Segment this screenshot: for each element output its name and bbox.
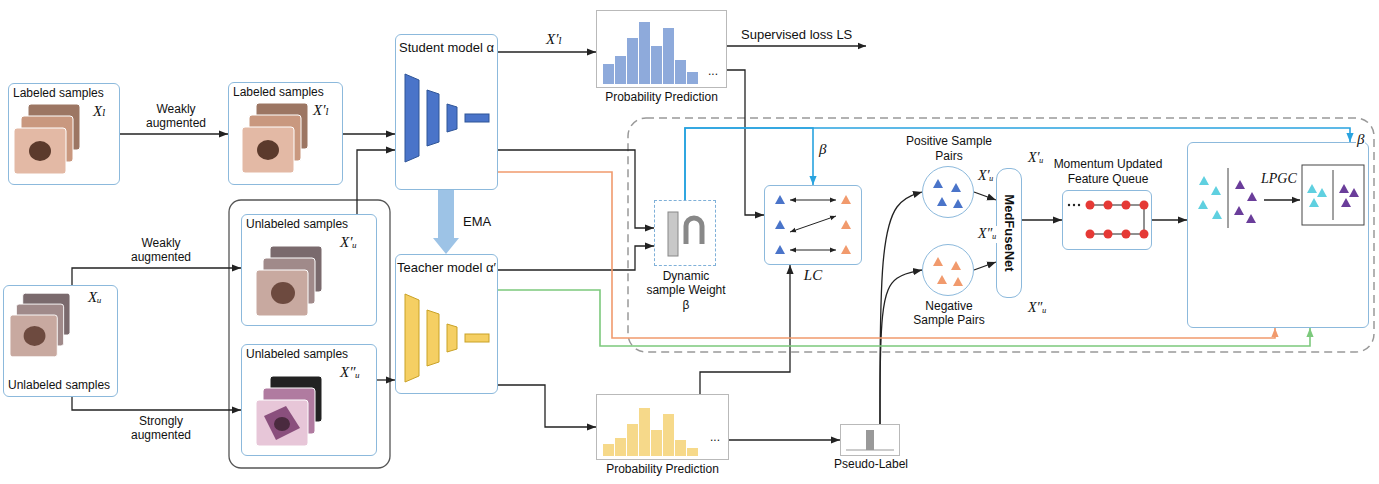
model-box: Teacher model α′ — [395, 254, 498, 394]
node-text: X′ᵤ — [340, 233, 357, 251]
flow-arrow — [685, 128, 1350, 200]
flow-arrow — [498, 172, 1275, 338]
loss-box: LC — [764, 185, 862, 265]
sample-triangles — [933, 179, 963, 208]
histogram — [603, 408, 698, 456]
node-text: Labeled samples — [233, 85, 324, 99]
pair-circle: Negative Sample Pairs — [922, 244, 974, 296]
flow-arrow — [974, 192, 996, 200]
symbol-label: X′ᵤ — [1027, 150, 1045, 167]
feature-queue — [1068, 201, 1149, 239]
flow-arrow — [727, 70, 764, 215]
node-text: Momentum Updated Feature Queue — [1048, 157, 1168, 186]
node-text: X″ᵤ — [340, 363, 360, 381]
pair-circle: Positive Sample Pairs — [922, 166, 974, 218]
flow-arrow — [685, 128, 813, 200]
loss-arrow — [727, 45, 866, 46]
image-stacks — [10, 103, 322, 446]
histogram — [603, 22, 698, 84]
chart-panel: Probability Prediction — [596, 394, 729, 460]
network-icon — [405, 74, 489, 162]
pseudo-label-chart — [846, 430, 894, 450]
pseudo-label-box: Pseudo-Label — [840, 424, 900, 456]
node-text: LC — [765, 266, 861, 284]
flow-arrow — [1152, 219, 1187, 220]
node-text: Probability Prediction — [597, 90, 726, 104]
node-text: Unlabeled samples — [8, 378, 110, 392]
edge-label: EMA — [462, 214, 492, 230]
node-text: Negative Sample Pairs — [904, 299, 994, 328]
cluster-panels — [1198, 165, 1364, 228]
node-text: Xᵤ — [88, 288, 102, 306]
flow-arrow — [498, 385, 596, 427]
sample-box: Labeled samplesX′ₗ — [228, 82, 343, 185]
loss-label: Supervised loss LS — [740, 27, 853, 43]
symbol-label: X′ᵤ — [977, 168, 995, 185]
flow-arrow — [498, 51, 596, 52]
flow-arrow — [880, 192, 922, 424]
flow-arrow — [357, 150, 395, 214]
node-text: Unlabeled samples — [246, 347, 348, 361]
sample-box: Unlabeled samplesX″ᵤ — [241, 344, 377, 456]
flow-arrow — [72, 397, 241, 410]
node-text: MedFuseNet — [1001, 194, 1017, 271]
pair-arrows — [775, 195, 851, 254]
flow-arrow — [498, 150, 654, 228]
flow-arrow — [120, 133, 228, 134]
module-region — [628, 118, 1374, 352]
node-text: Xₗ — [93, 102, 106, 120]
edge-label: Weakly augmented — [118, 236, 204, 265]
edge-label: Weakly augmented — [133, 102, 219, 131]
ellipsis: ... — [709, 430, 721, 444]
flow-arrow — [974, 262, 996, 270]
ellipsis: ... — [707, 64, 719, 78]
node-text: Unlabeled samples — [246, 217, 348, 231]
group-outline — [229, 200, 390, 468]
weight-box: Dynamic sample Weight β — [654, 200, 716, 266]
flow-arrow — [1022, 219, 1062, 220]
flow-arrow — [343, 133, 395, 134]
ema-arrow — [438, 190, 454, 238]
queue-box: Momentum Updated Feature Queue — [1062, 190, 1152, 250]
sample-triangles — [933, 257, 963, 286]
node-text: Positive Sample Pairs — [904, 134, 994, 163]
symbol-label: X″ᵤ — [977, 226, 997, 243]
node-text: Probability Prediction — [597, 462, 728, 476]
node-text: Pseudo-Label — [821, 457, 921, 471]
node-text: X′ₗ — [313, 101, 329, 119]
network-box: MedFuseNet — [996, 168, 1022, 298]
model-box: Student model α — [395, 34, 498, 190]
flow-arrow — [72, 268, 241, 285]
node-text: LPGC — [1261, 171, 1297, 188]
symbol-label: X″ᵤ — [1027, 300, 1047, 317]
network-icon — [405, 294, 489, 382]
node-text: Dynamic sample Weight β — [646, 269, 726, 312]
flow-arrow — [880, 270, 922, 424]
flow-arrow — [498, 290, 1310, 346]
edge-label: β — [818, 140, 827, 158]
node-text: Labeled samples — [13, 86, 104, 100]
flow-arrow — [729, 439, 840, 440]
edge-label: β — [1356, 130, 1365, 148]
sample-box: XᵤUnlabeled samples — [3, 285, 118, 397]
node-text: Teacher model α′ — [396, 260, 497, 276]
sample-box: Unlabeled samplesX′ᵤ — [241, 214, 377, 326]
flow-arrow — [377, 379, 395, 380]
weight-icon — [668, 212, 702, 256]
loss-panel: LPGC — [1187, 142, 1369, 328]
node-text: Student model α — [396, 40, 497, 56]
edge-label: X′ₗ — [545, 30, 563, 48]
sample-box: Labeled samplesXₗ — [8, 83, 120, 185]
edge-label: Strongly augmented — [118, 414, 204, 443]
flow-arrow — [498, 246, 654, 270]
